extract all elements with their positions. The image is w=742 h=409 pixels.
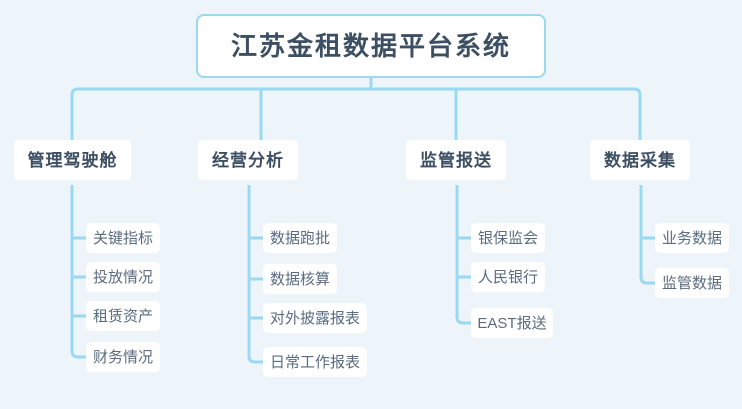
spine-col-3 [455, 185, 471, 325]
leaf-node-label: EAST报送 [477, 314, 547, 332]
branch-node-label: 管理驾驶舱 [27, 150, 118, 170]
leaf-node-label: 对外披露报表 [270, 309, 361, 327]
leaf-node-label: 数据跑批 [270, 229, 331, 247]
leaf-node-data-batch-run[interactable]: 数据跑批 [263, 223, 337, 253]
leaf-node-label: 银保监会 [478, 229, 539, 247]
leaf-node-label: 日常工作报表 [270, 353, 361, 371]
leaf-node-financial-status[interactable]: 财务情况 [86, 342, 160, 372]
spine-col-1 [70, 185, 86, 359]
leaf-node-regulatory-data[interactable]: 监管数据 [655, 268, 729, 298]
root-node-label: 江苏金租数据平台系统 [230, 31, 511, 61]
leaf-node-label: 财务情况 [93, 348, 154, 366]
leaf-node-label: 业务数据 [662, 229, 723, 247]
level2-bus [70, 87, 642, 145]
leaf-node-external-disclosure-report[interactable]: 对外披露报表 [263, 303, 367, 333]
branch-node-data-collection[interactable]: 数据采集 [590, 140, 690, 180]
branch-node-regulatory-reporting[interactable]: 监管报送 [406, 140, 506, 180]
leaf-node-east-reporting[interactable]: EAST报送 [471, 308, 553, 338]
root-node[interactable]: 江苏金租数据平台系统 [196, 14, 546, 78]
branch-node-management-cockpit[interactable]: 管理驾驶舱 [14, 140, 131, 180]
branch-node-label: 经营分析 [212, 150, 284, 170]
leaf-node-placement-status[interactable]: 投放情况 [86, 262, 160, 292]
spine-col-4 [639, 185, 655, 285]
leaf-node-data-accounting[interactable]: 数据核算 [263, 264, 337, 294]
spine-col-2 [247, 185, 263, 364]
leaf-node-business-data[interactable]: 业务数据 [655, 223, 729, 253]
leaf-node-label: 租赁资产 [93, 307, 154, 325]
leaf-node-lease-assets[interactable]: 租赁资产 [86, 301, 160, 331]
branch-node-label: 监管报送 [420, 150, 492, 170]
leaf-node-pboc[interactable]: 人民银行 [471, 262, 545, 292]
leaf-node-cbirc[interactable]: 银保监会 [471, 223, 545, 253]
leaf-node-label: 人民银行 [478, 268, 539, 286]
leaf-node-label: 关键指标 [93, 229, 154, 247]
leaf-node-label: 投放情况 [93, 268, 154, 286]
leaf-node-key-indicators[interactable]: 关键指标 [86, 223, 160, 253]
leaf-node-daily-work-report[interactable]: 日常工作报表 [263, 347, 367, 377]
leaf-node-label: 监管数据 [662, 274, 723, 292]
branch-node-label: 数据采集 [604, 150, 676, 170]
branch-node-business-analysis[interactable]: 经营分析 [198, 140, 298, 180]
leaf-node-label: 数据核算 [270, 270, 331, 288]
